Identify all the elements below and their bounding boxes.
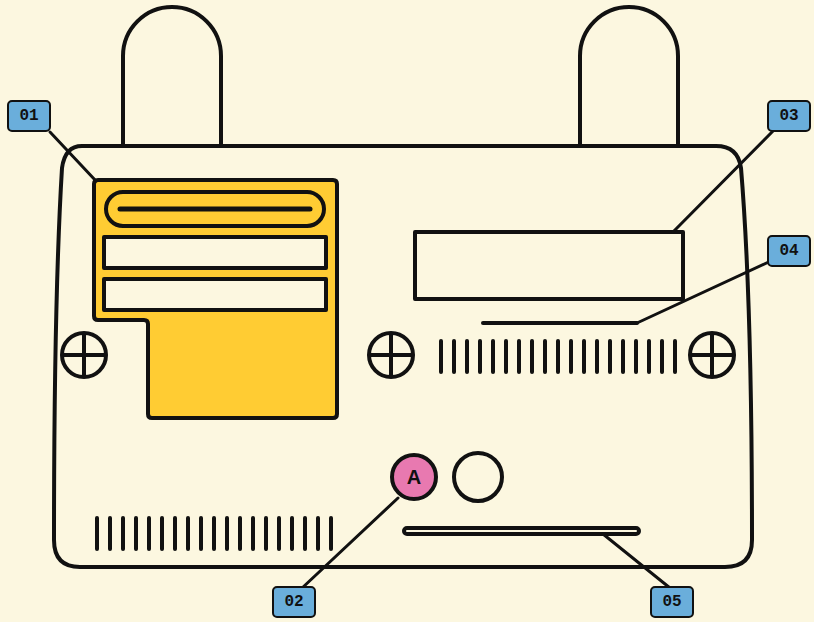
left-antenna <box>123 7 221 146</box>
vent-slot <box>238 518 242 549</box>
vent-slot <box>225 518 229 549</box>
callout-number: 04 <box>779 242 798 260</box>
vent-slot <box>634 341 638 372</box>
vent-slot <box>569 341 573 372</box>
vent-slot <box>595 341 599 372</box>
vent-slot <box>543 341 547 372</box>
vent-slot <box>212 518 216 549</box>
vent-slot <box>608 341 612 372</box>
right-antenna <box>580 7 678 146</box>
vent-slot <box>582 341 586 372</box>
callout-badge: 01 <box>7 100 51 132</box>
vent-slot <box>277 518 281 549</box>
vent-slot <box>478 341 482 372</box>
vent-slot <box>530 341 534 372</box>
leader-line <box>637 259 775 323</box>
vent-slot <box>303 518 307 549</box>
callout-number: 05 <box>662 593 681 611</box>
callout-badge: 03 <box>767 100 811 132</box>
vent-slot <box>439 341 443 372</box>
callout-badge: 05 <box>650 586 694 618</box>
vent-slot <box>504 341 508 372</box>
round-port <box>454 453 502 501</box>
vent-slot <box>517 341 521 372</box>
screw <box>62 333 106 377</box>
label-field <box>104 279 326 310</box>
vent-slot <box>647 341 651 372</box>
vent-slot <box>251 518 255 549</box>
vent-slot <box>621 341 625 372</box>
vent-slot <box>134 518 138 549</box>
vent-slot <box>316 518 320 549</box>
callout-number: 03 <box>779 107 798 125</box>
product-label <box>94 180 337 418</box>
leader-line <box>603 534 670 588</box>
info-panel <box>415 232 683 299</box>
callout-number: 02 <box>284 593 303 611</box>
panel-line <box>483 321 637 325</box>
screw <box>690 333 734 377</box>
vent-slot <box>329 518 333 549</box>
vent-slot <box>121 518 125 549</box>
vent-slot <box>173 518 177 549</box>
callout-badge: 04 <box>767 235 811 267</box>
label-pill-line <box>120 207 310 212</box>
vent-slot <box>556 341 560 372</box>
vent-slot <box>290 518 294 549</box>
label-pill <box>106 192 324 226</box>
vent-slot <box>199 518 203 549</box>
vent-slot <box>452 341 456 372</box>
leader-line <box>301 498 398 589</box>
vent-slot <box>186 518 190 549</box>
router-body <box>54 146 752 567</box>
button-circle: A <box>390 453 438 501</box>
vent-slot <box>108 518 112 549</box>
callout-number: 01 <box>19 107 38 125</box>
screw <box>369 333 413 377</box>
vent-slot <box>147 518 151 549</box>
leader-line <box>50 132 96 181</box>
vent-slot <box>673 341 677 372</box>
vent-slot <box>465 341 469 372</box>
vent-slot <box>660 341 664 372</box>
leader-line <box>673 129 775 232</box>
vent-slot <box>491 341 495 372</box>
callout-badge: 02 <box>272 586 316 618</box>
button-letter: A <box>407 466 421 489</box>
vent-slot <box>95 518 99 549</box>
vent-slot <box>264 518 268 549</box>
vent-slot <box>160 518 164 549</box>
label-field <box>104 237 326 268</box>
